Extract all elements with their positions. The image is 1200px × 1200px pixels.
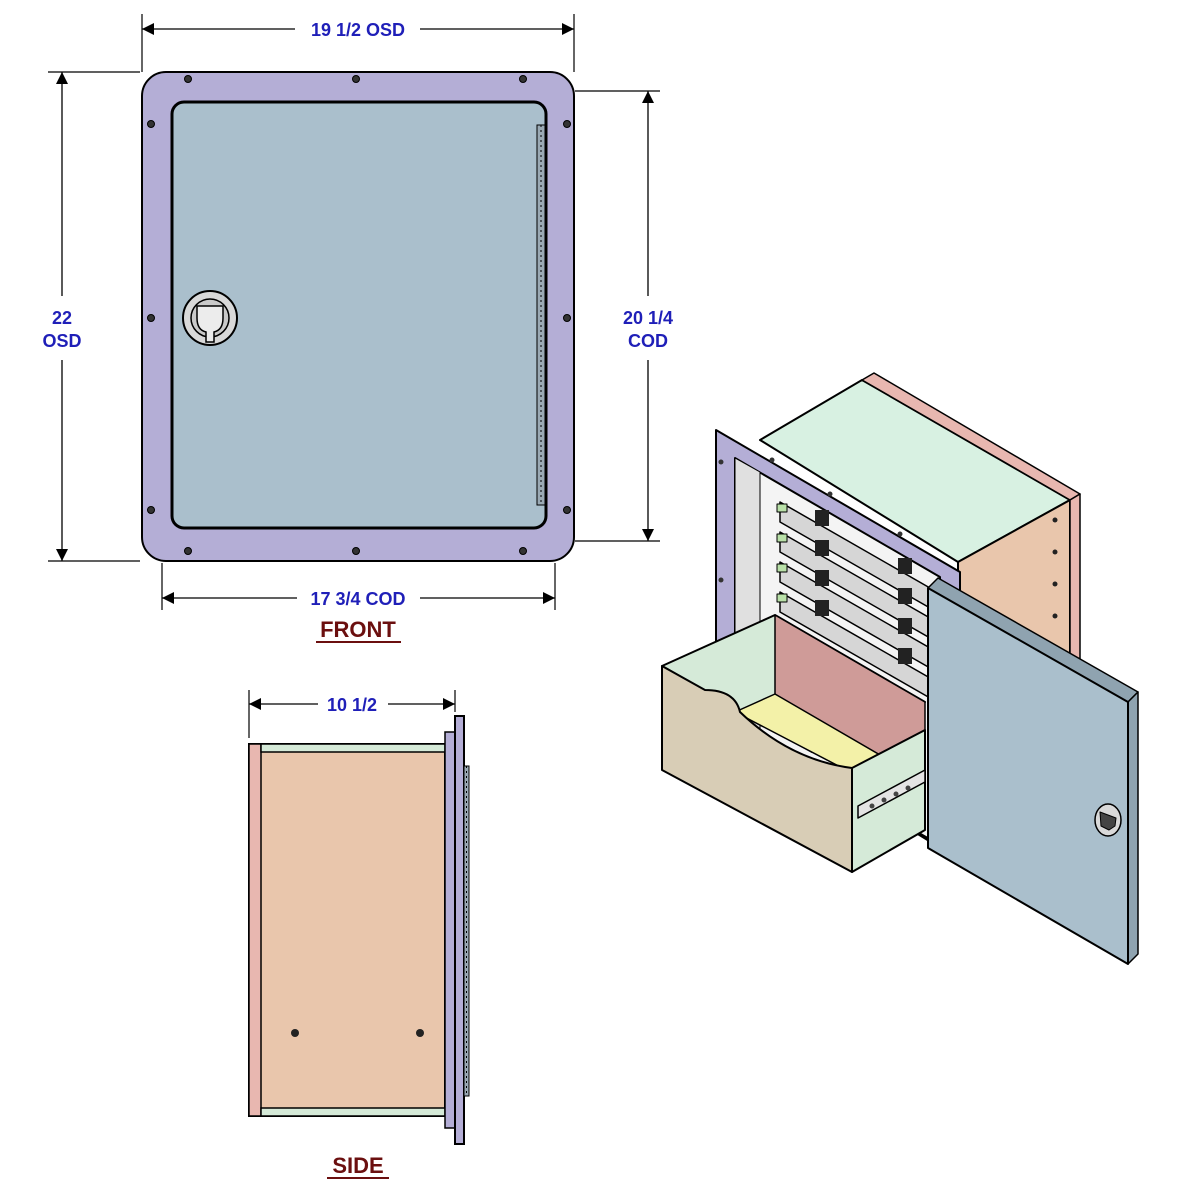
door-edge — [1127, 691, 1139, 965]
dimension-left: 22 OSD — [42, 72, 82, 561]
side-bottom-trim — [260, 1107, 446, 1117]
dimension-left-unit: OSD — [42, 331, 81, 351]
drawer-slide-icon — [857, 769, 926, 819]
cabinet-side-screws — [1052, 517, 1058, 619]
side-view-title: SIDE — [332, 1153, 383, 1178]
door-panel — [927, 587, 1129, 965]
latch-icon — [1094, 803, 1122, 837]
dimension-left-value: 22 — [52, 308, 72, 328]
dimension-right-value: 20 1/4 — [623, 308, 673, 328]
front-door-panel — [170, 100, 548, 530]
isometric-view — [661, 372, 1139, 965]
open-door — [927, 577, 1139, 965]
dimension-top-label: 19 1/2 OSD — [311, 20, 405, 40]
side-view: 10 1/2 SIDE — [248, 690, 470, 1179]
side-back-trim — [248, 743, 262, 1117]
dimension-side-label: 10 1/2 — [327, 695, 377, 715]
dimension-right: 20 1/4 COD — [623, 91, 673, 541]
front-screws — [147, 75, 571, 555]
drawer-front — [661, 665, 853, 873]
side-flange — [454, 715, 465, 1145]
dimension-side-top: 10 1/2 — [249, 695, 455, 715]
dimension-right-unit: COD — [628, 331, 668, 351]
side-hinge — [463, 765, 470, 1097]
iso-flange-screws — [718, 457, 903, 703]
drawer — [661, 614, 926, 873]
front-hinge — [536, 124, 546, 506]
front-view-title: FRONT — [320, 617, 396, 642]
side-panel — [248, 743, 446, 1117]
dimension-bottom: 17 3/4 COD — [162, 589, 555, 609]
tray-clips — [815, 510, 912, 664]
front-view: 19 1/2 OSD 22 OSD 20 1/4 COD 17 3/4 COD — [42, 14, 673, 643]
dimension-top: 19 1/2 OSD — [142, 20, 574, 40]
side-top-trim — [260, 743, 446, 753]
side-flange-lip — [444, 731, 456, 1129]
side-screws — [291, 1029, 424, 1037]
tray-handle-icon — [776, 503, 788, 603]
dimension-bottom-label: 17 3/4 COD — [310, 589, 405, 609]
latch-icon — [182, 290, 238, 346]
